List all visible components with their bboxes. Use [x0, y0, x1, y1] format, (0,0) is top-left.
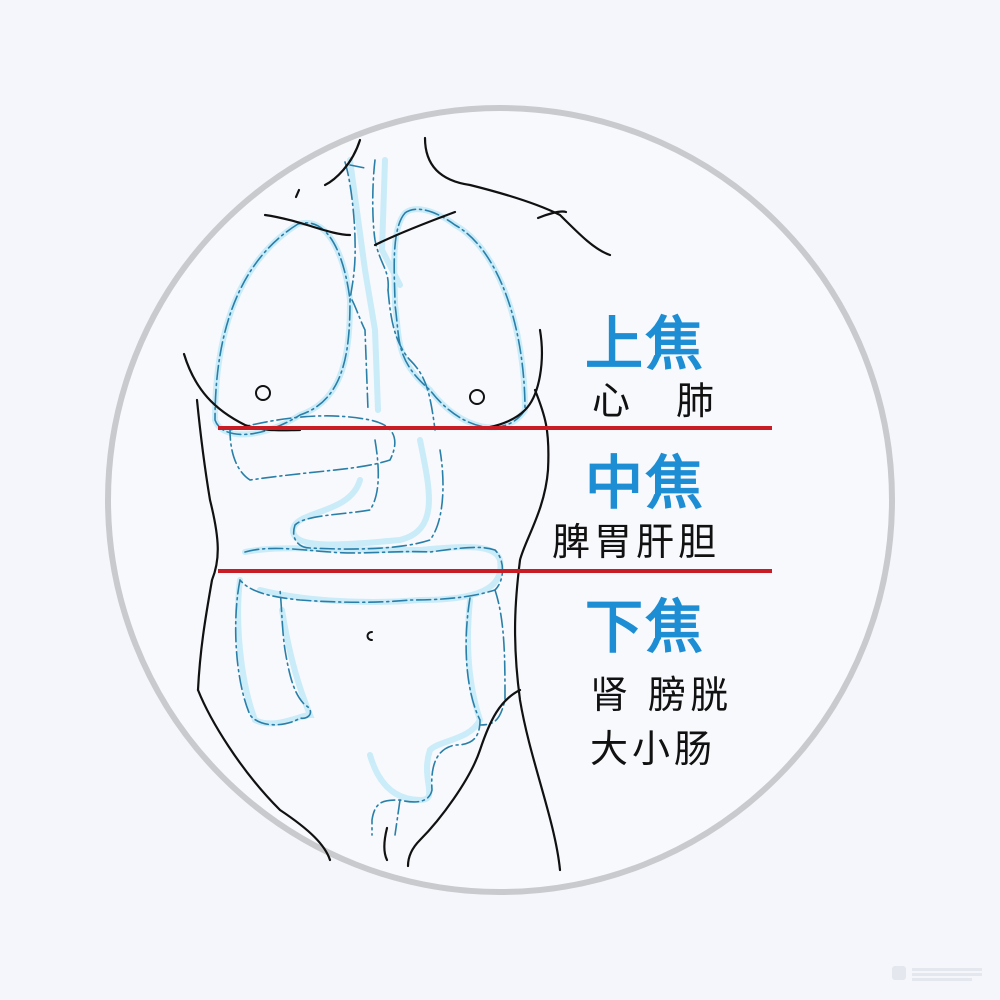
circle-frame: [105, 105, 895, 895]
zone-title-lower: 下焦: [585, 593, 706, 661]
watermark-logo: [892, 966, 982, 981]
organ-outlines: [211, 157, 529, 836]
zone-title-middle: 中焦: [585, 449, 706, 517]
zone-title-upper: 上焦: [585, 310, 706, 378]
zone-organs-lower-line1: 肾 膀胱: [590, 673, 733, 717]
zone-organs-upper: 心 肺: [592, 379, 719, 423]
zone-organs-middle: 脾胃肝胆: [552, 520, 721, 564]
zone-organs-lower-line2: 大小肠: [590, 727, 717, 771]
body-outline: [182, 136, 612, 872]
